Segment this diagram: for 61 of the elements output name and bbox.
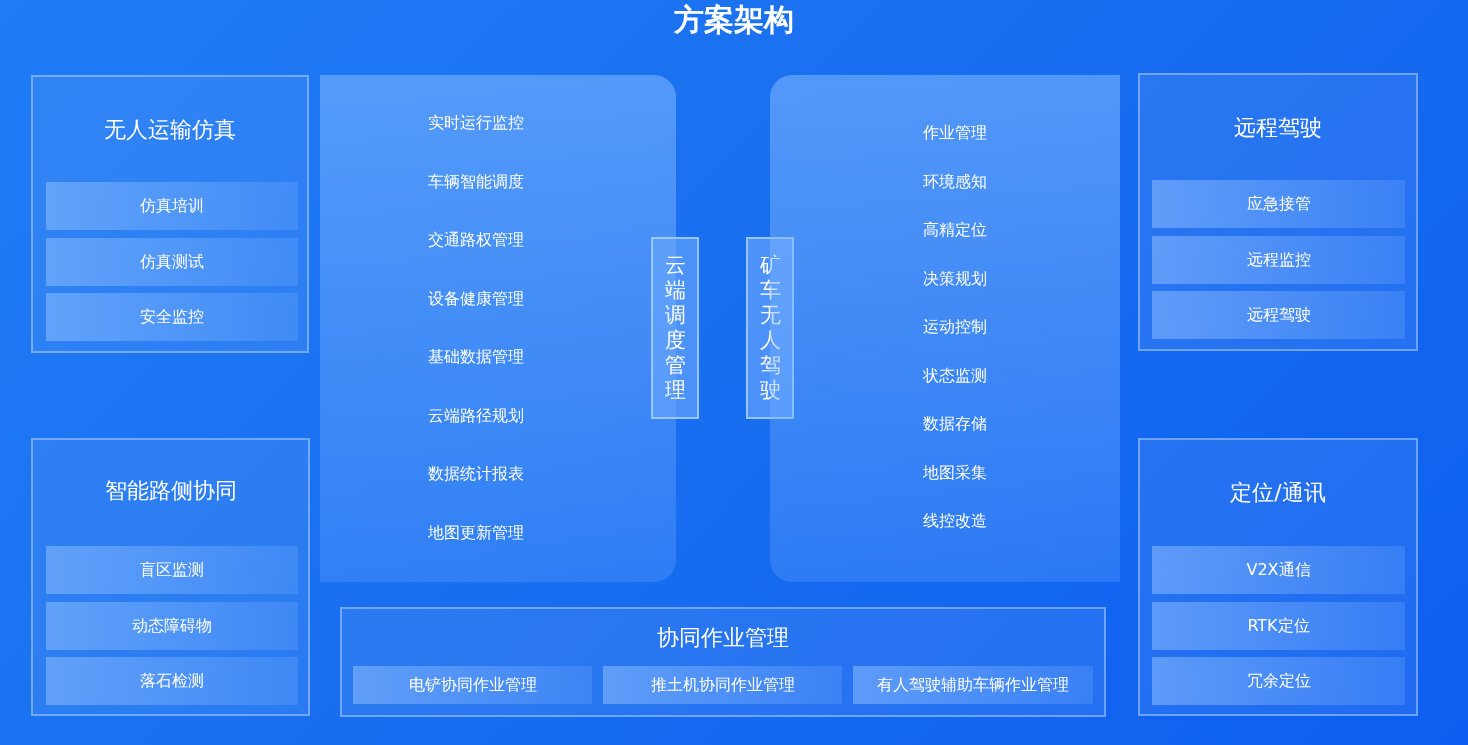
panel-heading: 协同作业管理 bbox=[656, 624, 790, 652]
feature-tile bbox=[1152, 180, 1405, 228]
feature-tile bbox=[1152, 602, 1405, 650]
tile-label: 动态障碍物 bbox=[132, 615, 212, 637]
list-item: 高精定位 bbox=[923, 220, 987, 241]
list-item: 状态监测 bbox=[923, 365, 987, 387]
list-item: 交通路权管理 bbox=[428, 230, 524, 252]
tile-label: 应急接管 bbox=[1246, 193, 1311, 215]
panel bbox=[31, 438, 310, 716]
feature-tile bbox=[46, 546, 298, 594]
list-item: 地图采集 bbox=[923, 462, 987, 484]
panel-heading: 无人运输仿真 bbox=[103, 116, 237, 144]
tile-label: V2X通信 bbox=[1246, 559, 1311, 581]
feature-tile bbox=[1152, 546, 1405, 594]
module-tab bbox=[651, 237, 699, 419]
tile-label: 仿真测试 bbox=[140, 251, 204, 273]
tile-label: 冗余定位 bbox=[1246, 670, 1311, 692]
list-item: 云端路径规划 bbox=[428, 405, 524, 427]
list-item: 基础数据管理 bbox=[428, 347, 524, 369]
feature-tile bbox=[46, 602, 298, 650]
tile-label: 安全监控 bbox=[140, 306, 204, 328]
list-item: 地图更新管理 bbox=[428, 522, 524, 544]
tile-label: 有人驾驶辅助车辆作业管理 bbox=[877, 674, 1069, 696]
feature-tile bbox=[1152, 657, 1405, 705]
list-item: 运动控制 bbox=[923, 317, 987, 338]
list-item: 环境感知 bbox=[923, 171, 987, 193]
feature-tile bbox=[353, 666, 592, 704]
list-item: 车辆智能调度 bbox=[428, 171, 524, 193]
panel-heading: 远程驾驶 bbox=[1233, 114, 1323, 142]
list-item: 线控改造 bbox=[923, 511, 987, 532]
panel bbox=[340, 607, 1106, 717]
list-item: 数据统计报表 bbox=[428, 464, 524, 486]
tile-label: 远程驾驶 bbox=[1246, 304, 1311, 326]
list-item: 实时运行监控 bbox=[428, 113, 524, 134]
panel bbox=[1138, 438, 1418, 716]
tab-label: 云端调度管理 bbox=[664, 253, 686, 403]
panel-heading: 定位/通讯 bbox=[1229, 479, 1327, 507]
tile-label: 仿真培训 bbox=[140, 195, 204, 217]
tile-label: 盲区监测 bbox=[140, 559, 204, 581]
feature-tile bbox=[46, 293, 298, 341]
tile-label: 落石检测 bbox=[140, 670, 204, 692]
tile-label: 电铲协同作业管理 bbox=[408, 674, 537, 696]
feature-tile bbox=[46, 657, 298, 705]
diagram-title: 方案架构 bbox=[674, 2, 794, 37]
feature-tile bbox=[46, 182, 298, 230]
feature-tile bbox=[1152, 291, 1405, 339]
panel bbox=[31, 75, 309, 353]
list-item: 数据存储 bbox=[923, 414, 987, 435]
feature-tile bbox=[603, 666, 842, 704]
tile-label: 推土机协同作业管理 bbox=[650, 674, 795, 696]
list-item: 决策规划 bbox=[923, 268, 987, 290]
panel-heading: 智能路侧协同 bbox=[103, 477, 238, 505]
feature-tile bbox=[1152, 236, 1405, 284]
tile-label: 远程监控 bbox=[1246, 249, 1311, 271]
feature-tile bbox=[853, 666, 1093, 704]
panel bbox=[1138, 73, 1418, 351]
list-item: 设备健康管理 bbox=[428, 288, 524, 310]
list-item: 作业管理 bbox=[923, 123, 987, 144]
tab-label: 矿车无人驾驶 bbox=[759, 253, 781, 403]
feature-tile bbox=[46, 238, 298, 286]
tile-label: RTK定位 bbox=[1247, 615, 1310, 637]
